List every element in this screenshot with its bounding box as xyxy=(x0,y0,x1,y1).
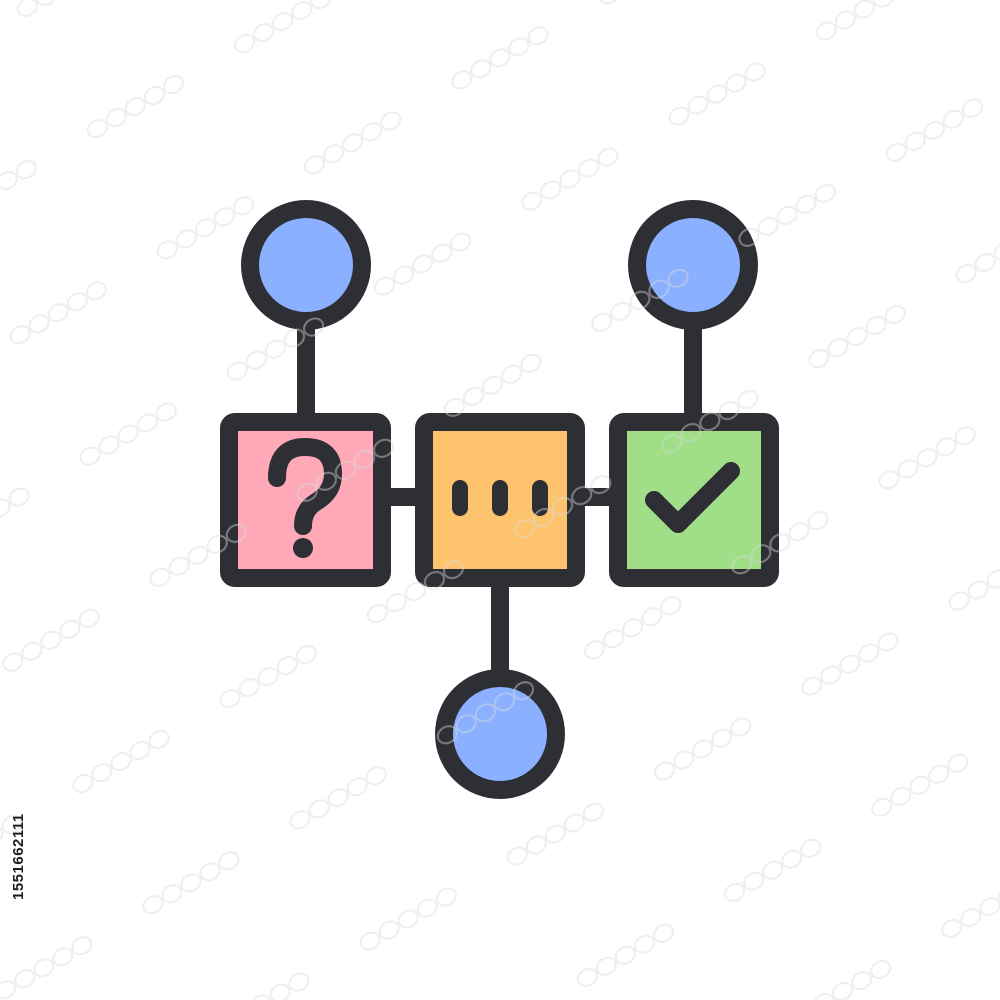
start-node-top-left xyxy=(241,200,371,330)
start-node-top-right xyxy=(628,200,758,330)
end-node-bottom xyxy=(435,669,565,799)
stock-image-id: 1551662111 xyxy=(10,813,27,900)
